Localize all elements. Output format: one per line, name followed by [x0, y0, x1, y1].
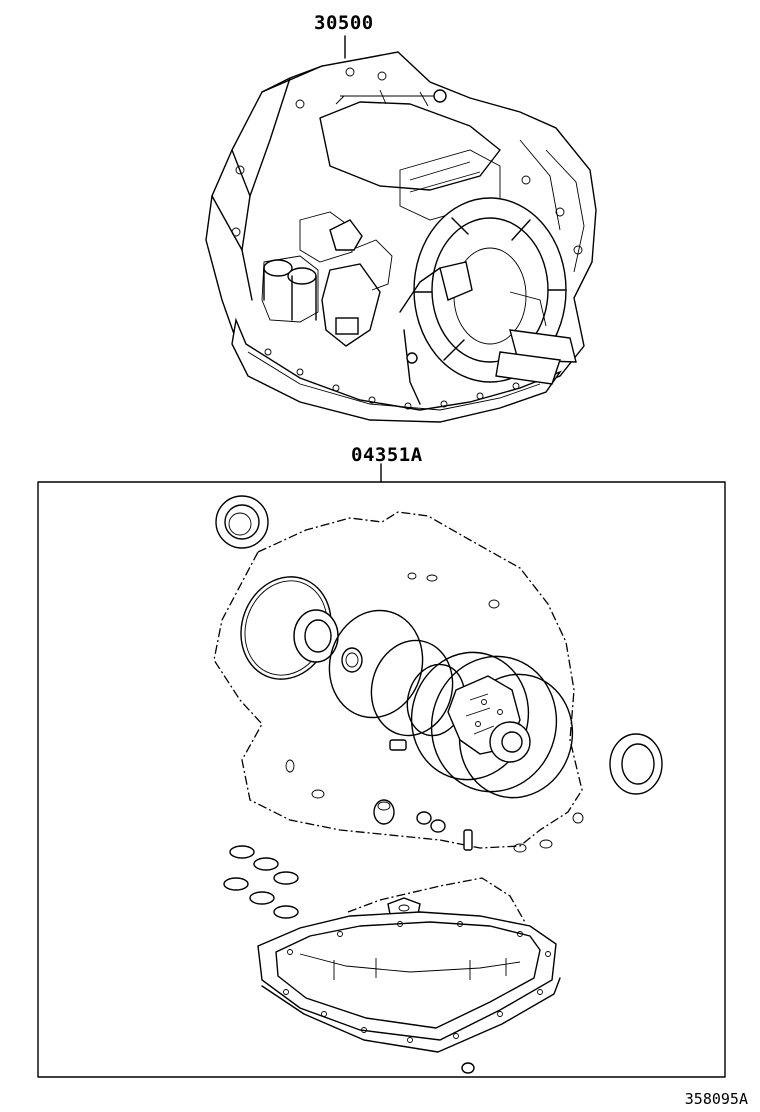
- gasket-kit-part-number[interactable]: 04351A: [351, 444, 423, 466]
- gasket-kit-icon[interactable]: [213, 495, 663, 1074]
- transaxle-assembly-icon[interactable]: [205, 51, 597, 423]
- gasket-kit-frame: [37, 481, 726, 1078]
- transaxle-part-number[interactable]: 30500: [314, 12, 374, 34]
- diagram-reference-number: 358095A: [684, 1090, 748, 1108]
